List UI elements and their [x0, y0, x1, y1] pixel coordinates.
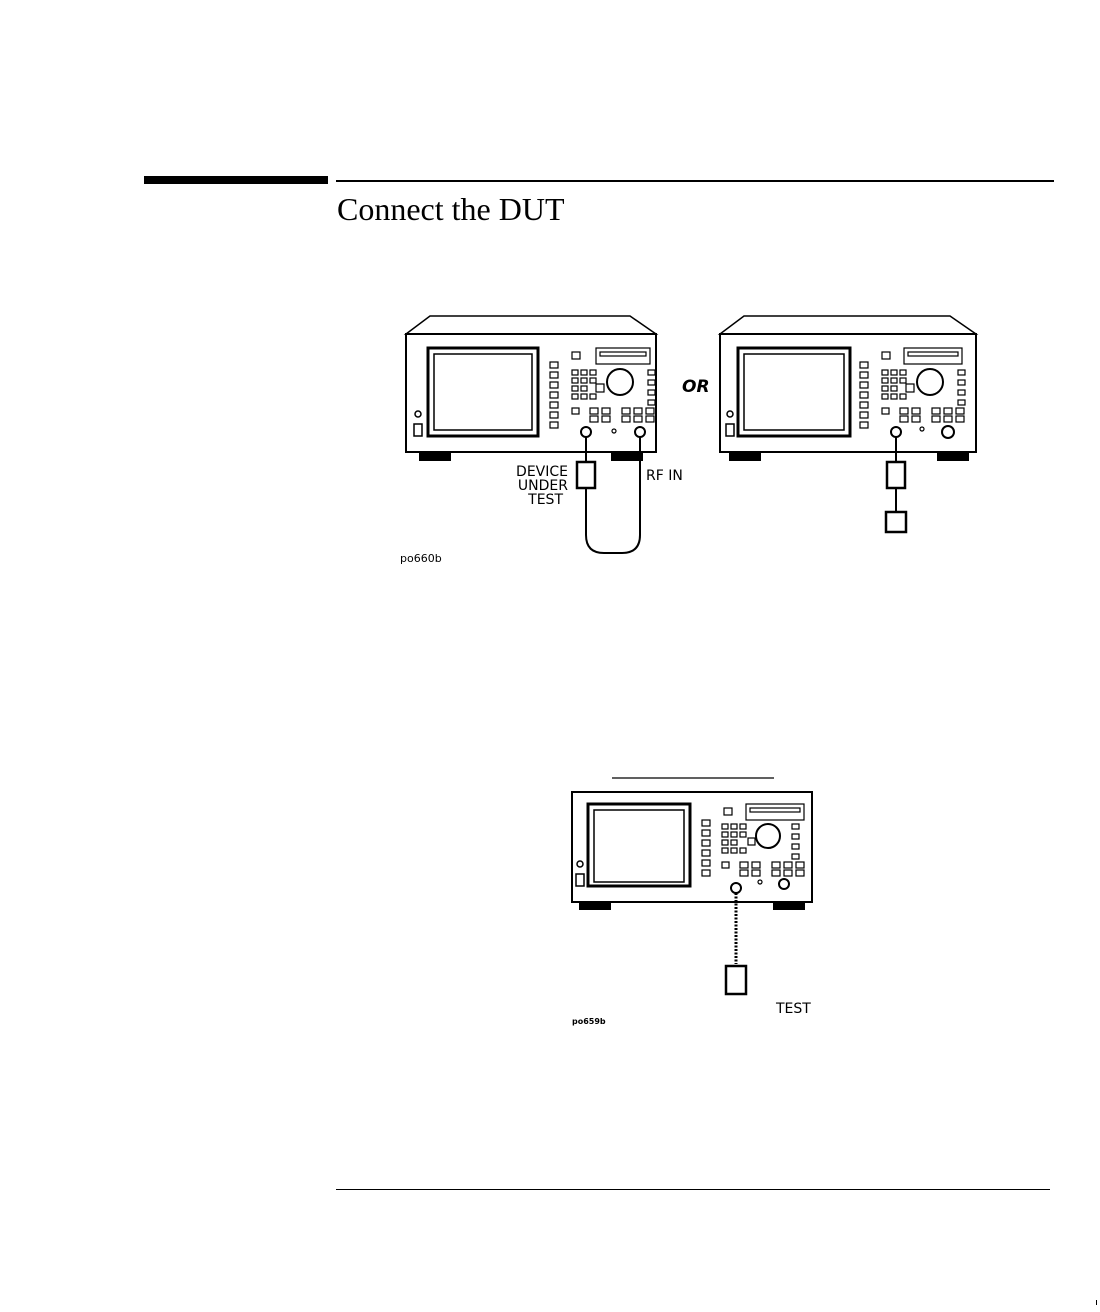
right-analyzer-illustration	[720, 316, 976, 532]
header-rule-thick	[144, 176, 328, 184]
header-rule-thin	[336, 180, 1054, 182]
figure-single-analyzer: TEST po659b	[560, 772, 820, 1032]
label-or: OR	[682, 377, 710, 397]
section-title: Connect the DUT	[337, 191, 565, 228]
figure2-id: po659b	[572, 1017, 606, 1026]
label-rf-in: RF IN	[646, 468, 683, 484]
label-test-port: TEST	[775, 1001, 811, 1017]
page-edge-mark	[1096, 1300, 1097, 1305]
footer-rule	[336, 1189, 1050, 1190]
figure-connection-options: DEVICE UNDER TEST RF IN OR po660b	[400, 310, 1000, 570]
figure1-id: po660b	[400, 552, 442, 565]
label-test: TEST	[527, 492, 563, 508]
left-analyzer-illustration	[406, 316, 656, 553]
